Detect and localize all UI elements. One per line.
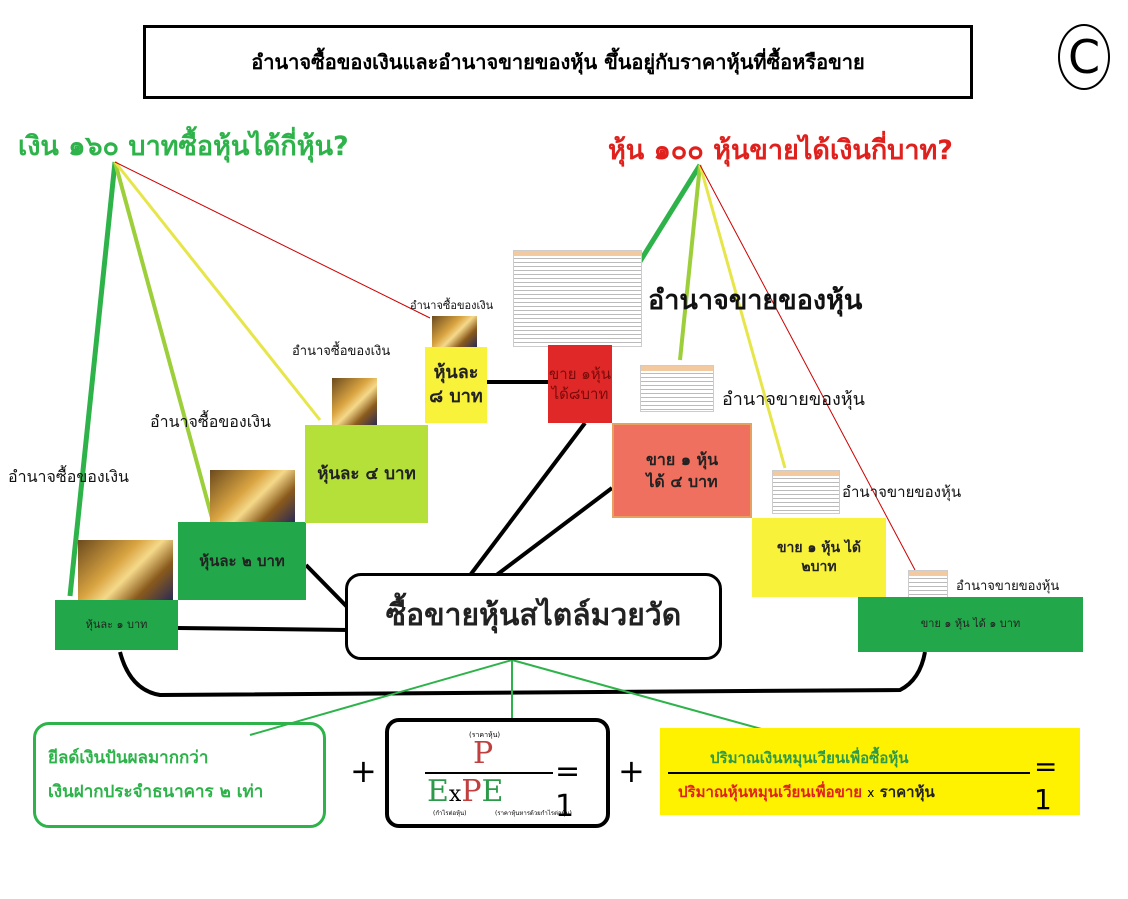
pe-formula-box: (ราคาหุ้น) P ExPE (กำไรต่อหุ้น) (ราคาหุ้…	[385, 718, 610, 828]
buy-step-3: หุ้นละ ๔ บาท	[305, 425, 428, 523]
sell-step-1: ขาย ๑หุ้น ได้๘บาท	[548, 345, 612, 423]
title-box: อำนาจซื้อของเงินและอำนาจขายของหุ้น ขึ้นอ…	[143, 25, 973, 99]
buy-question: เงิน ๑๖๐ บาทซื้อหุ้นได้กี่หุ้น?	[18, 131, 349, 162]
corner-mark: C	[1058, 24, 1110, 90]
sell-step-3: ขาย ๑ หุ้น ได้ ๒บาท	[752, 518, 886, 597]
price-term: ราคาหุ้น	[879, 783, 935, 801]
yield-line-1: ยีลด์เงินปันผลมากกว่า	[48, 748, 209, 768]
sell-power-label: อำนาจขายของหุ้น	[722, 389, 865, 410]
coin-image	[432, 316, 477, 347]
yield-box: ยีลด์เงินปันผลมากกว่า เงินฝากประจำธนาคาร…	[33, 722, 326, 828]
pe-p: P	[461, 774, 482, 809]
buy-power-label: อำนาจซื้อของเงิน	[8, 467, 129, 486]
times-symbol: x	[448, 782, 462, 807]
numerator-p: P	[473, 736, 494, 771]
plus-sign: +	[350, 752, 377, 790]
center-concept-box: ซื้อขายหุ้นสไตล์มวยวัด	[345, 573, 722, 660]
buy-step-2: หุ้นละ ๒ บาท	[178, 522, 306, 600]
fraction-bar	[668, 772, 1030, 774]
equals-one: = 1	[1034, 750, 1058, 816]
buy-power-label: อำนาจซื้อของเงิน	[410, 299, 494, 312]
sell-power-label: อำนาจขายของหุ้น	[842, 483, 962, 501]
spreadsheet-thumbnail	[640, 365, 714, 412]
buy-step-1: หุ้นละ ๑ บาท	[55, 600, 178, 650]
formula-denominator: ปริมาณหุ้นหมุนเวียนเพื่อขาย	[678, 783, 863, 801]
eps-note: (กำไรต่อหุ้น)	[433, 810, 467, 817]
sell-power-label: อำนาจขายของหุ้น	[648, 285, 863, 316]
sell-question: หุ้น ๑๐๐ หุ้นขายได้เงินกี่บาท?	[608, 135, 953, 166]
fraction-bar	[425, 772, 553, 774]
formula-numerator: ปริมาณเงินหมุนเวียนเพื่อซื้อหุ้น	[710, 749, 909, 767]
buy-power-label: อำนาจซื้อของเงิน	[150, 412, 271, 431]
spreadsheet-thumbnail	[513, 250, 642, 347]
circulation-formula-box: ปริมาณเงินหมุนเวียนเพื่อซื้อหุ้น ปริมาณห…	[660, 728, 1080, 816]
yield-line-2: เงินฝากประจำธนาคาร ๒ เท่า	[48, 782, 264, 802]
sell-step-4: ขาย ๑ หุ้น ได้ ๑ บาท	[858, 597, 1083, 652]
equals-one: = 1	[555, 754, 581, 824]
buy-step-4: หุ้นละ ๘ บาท	[425, 347, 487, 423]
times-symbol: x	[867, 786, 875, 800]
pe-e: E	[481, 774, 504, 809]
pe-note: (ราคาหุ้นหารด้วยกำไรต่อหุ้น)	[495, 810, 572, 817]
coin-image	[78, 540, 173, 600]
buy-power-label: อำนาจซื้อของเงิน	[292, 344, 391, 359]
spreadsheet-thumbnail	[908, 570, 948, 599]
sell-step-2: ขาย ๑ หุ้น ได้ ๔ บาท	[612, 423, 752, 518]
coin-image	[210, 470, 295, 522]
plus-sign: +	[618, 752, 645, 790]
price-note: (ราคาหุ้น)	[469, 731, 501, 739]
coin-image	[332, 378, 377, 426]
e-symbol: E	[427, 774, 449, 809]
spreadsheet-thumbnail	[772, 470, 840, 514]
sell-power-label: อำนาจขายของหุ้น	[956, 579, 1060, 594]
